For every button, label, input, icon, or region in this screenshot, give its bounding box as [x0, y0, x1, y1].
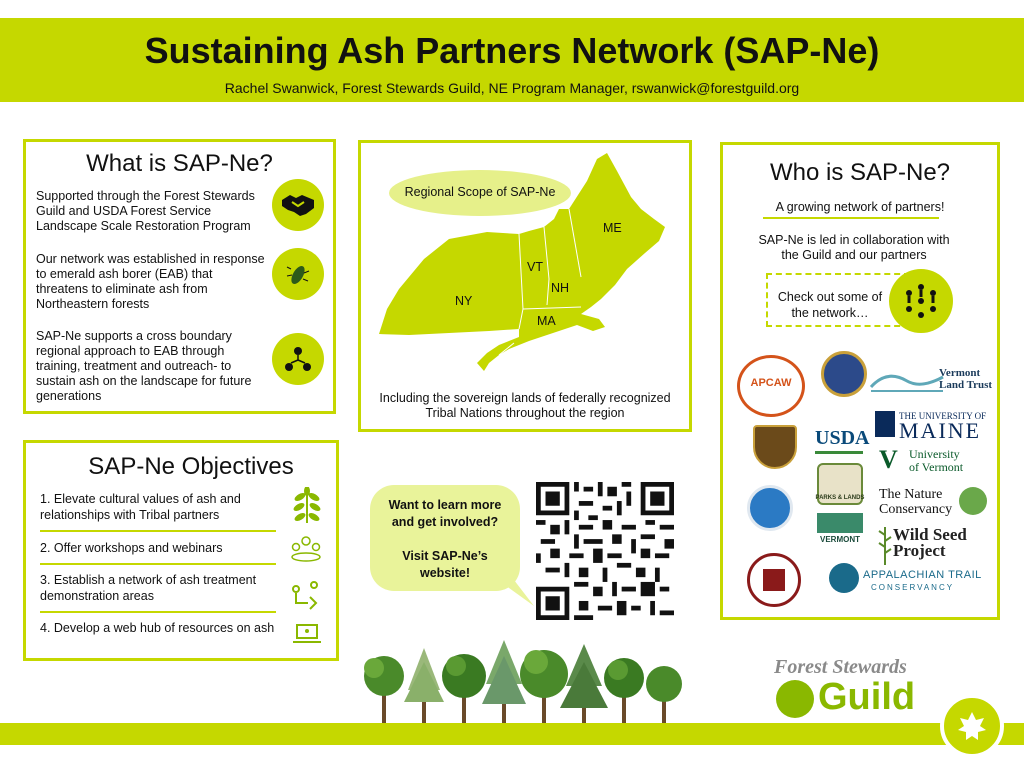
atc-bottom-text: CONSERVANCY [871, 583, 955, 592]
what-item-text: Our network was established in response … [36, 252, 265, 311]
objectives-panel: SAP-Ne Objectives 1. Elevate cultural va… [23, 440, 339, 661]
who-is-title: Who is SAP-Ne? [769, 159, 951, 186]
vermont-fpr-text: VERMONT [820, 535, 860, 544]
tribal-seal-logo [821, 351, 867, 397]
objective-item: 2. Offer workshops and webinars [40, 541, 223, 555]
network-icon [272, 333, 324, 385]
footer-leaf-icon [958, 712, 986, 740]
what-is-panel: What is SAP-Ne? Supported through the Fo… [23, 139, 336, 414]
map-bubble-label: Regional Scope of SAP-Ne [404, 185, 556, 199]
state-label-ma: MA [537, 314, 556, 328]
what-item-text: SAP-Ne supports a cross boundary regiona… [36, 329, 252, 403]
cta-bubble-tail [498, 580, 534, 606]
what-item-text: Supported through the Forest Stewards Gu… [36, 189, 255, 233]
tnc-bottom-text: Conservancy [879, 502, 953, 517]
apcaw-logo [737, 355, 805, 417]
umass-seal-inner [763, 569, 785, 591]
author-line: Rachel Swanwick, Forest Stewards Guild, … [224, 80, 800, 96]
maine-logo: MAINE [899, 418, 982, 443]
who-led-text: SAP-Ne is led in collaboration with the … [758, 233, 950, 262]
atc-top-text: APPALACHIAN TRAIL [863, 569, 982, 581]
usfs-shield-logo [753, 425, 797, 469]
tnc-leaf-icon [959, 487, 987, 515]
wsp-bottom-text: Project [893, 541, 946, 560]
vlt-logo-text: Vermont Land Trust [939, 367, 993, 391]
parks-lands-logo [817, 463, 863, 505]
group-icon [291, 536, 321, 562]
beetle-icon [272, 248, 324, 300]
check-network-text: Check out some of the network… [777, 290, 883, 320]
objective-item: 3. Establish a network of ash treatment … [40, 573, 257, 603]
state-label-me: ME [603, 221, 622, 235]
objective-divider [40, 530, 276, 532]
uvm-top-text: University [909, 447, 960, 461]
map-bubble [389, 170, 571, 216]
wsp-plant-icon [878, 527, 892, 565]
footer-bar [0, 723, 1024, 745]
state-label-nh: NH [551, 281, 570, 295]
ash-leaf-icon [293, 487, 321, 523]
vlt-mountain-icon [869, 374, 944, 392]
handshake-icon [272, 179, 324, 231]
guild-leaf-icon [776, 680, 814, 718]
map-panel: Regional Scope of SAP-Ne ME VT NH NY MA … [358, 140, 692, 432]
objective-item: 4. Develop a web hub of resources on ash [40, 621, 275, 635]
atc-logo [829, 563, 859, 593]
header-banner [0, 18, 1024, 102]
vermont-fpr-logo [817, 513, 863, 533]
route-icon [292, 581, 318, 610]
tagline-underline [763, 217, 939, 219]
guild-logo-top: Forest Stewards [774, 656, 907, 678]
northeast-map [379, 153, 665, 371]
state-label-ny: NY [455, 294, 473, 308]
wsp-top-text: Wild Seed [893, 525, 967, 544]
map-caption: Including the sovereign lands of federal… [379, 391, 671, 420]
tnc-top-text: The Nature [879, 487, 943, 502]
objective-divider [40, 563, 276, 565]
objectives-title: SAP-Ne Objectives [88, 453, 294, 480]
uvm-v-logo: V [879, 445, 898, 474]
page-title: Sustaining Ash Partners Network (SAP-Ne) [144, 30, 880, 71]
people-network-icon [889, 269, 953, 333]
usda-logo: USDA [815, 427, 870, 449]
maine-top-text: THE UNIVERSITY OF [899, 411, 987, 421]
state-label-vt: VT [527, 260, 543, 274]
cta-line1: Want to learn more and get involved? [388, 498, 502, 529]
objective-divider [40, 611, 276, 613]
apcaw-logo-text: APCAW [750, 377, 792, 389]
parks-lands-text: PARKS & LANDS [815, 495, 865, 501]
what-is-title: What is SAP-Ne? [86, 150, 273, 177]
usda-underline [815, 451, 863, 454]
objective-item: 1. Elevate cultural values of ash and re… [40, 492, 241, 522]
trees-illustration [364, 640, 682, 726]
who-tagline: A growing network of partners! [775, 200, 945, 214]
maine-crest [875, 411, 895, 437]
cta-line2[interactable]: Visit SAP-Ne’s website! [402, 549, 488, 580]
laptop-icon [293, 624, 321, 643]
uvm-bottom-text: of Vermont [909, 460, 964, 474]
cta-bubble [370, 485, 520, 591]
who-is-panel: Who is SAP-Ne? A growing network of part… [720, 142, 1000, 620]
guild-logo-bottom: Guild [818, 676, 916, 718]
qr-code[interactable] [536, 482, 674, 620]
wv-seal-logo [747, 485, 793, 531]
